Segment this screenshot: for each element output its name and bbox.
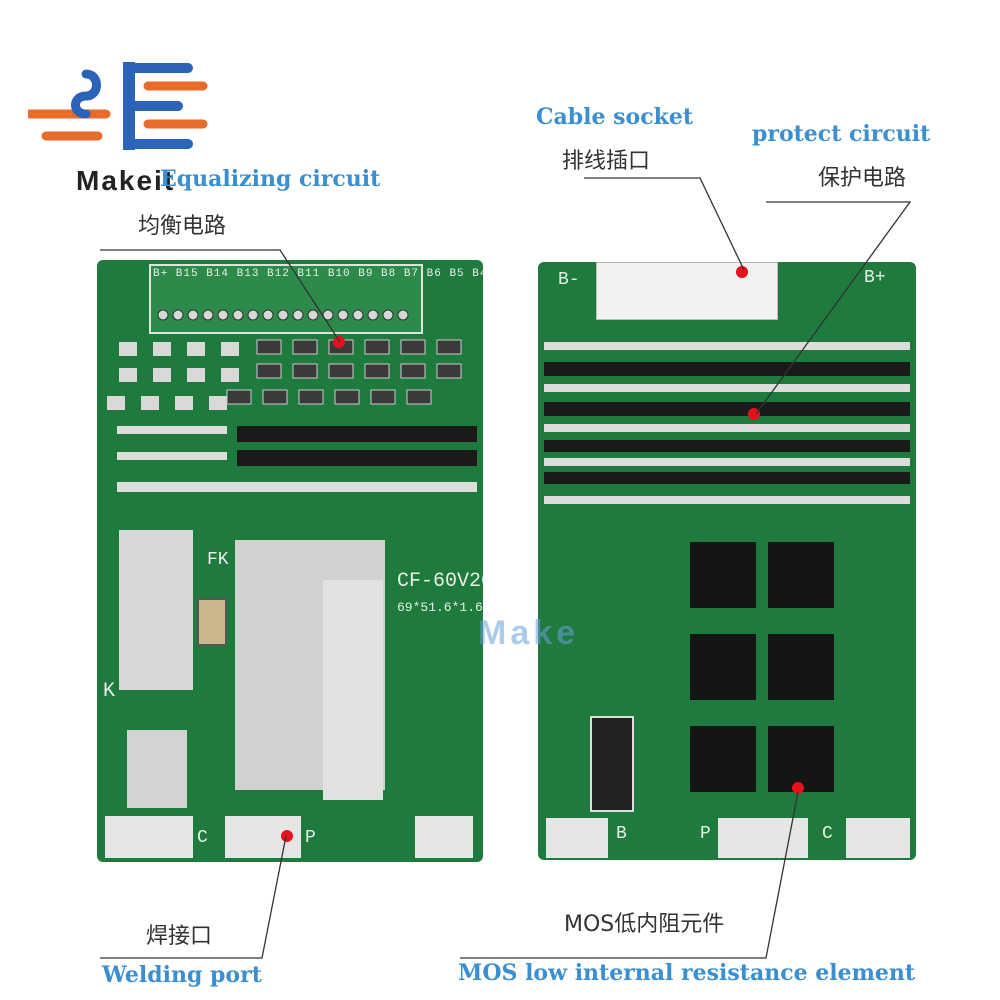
p-left-silkscreen: P <box>305 828 316 848</box>
welding-tab-right-c <box>846 818 910 858</box>
left-pcb-board: B+ B15 B14 B13 B12 B11 B10 B9 B8 B7 B6 B… <box>97 260 483 862</box>
welding-tab-right-p <box>718 818 808 858</box>
size-silkscreen: 69*51.6*1.6mm <box>397 600 483 615</box>
balance-header <box>149 264 423 334</box>
cable-socket-cn-label: 排线插口 <box>562 149 651 174</box>
watermark: Make <box>478 614 580 652</box>
copper-pad-left <box>119 530 193 690</box>
model-silkscreen: CF-60V20A-A <box>397 570 483 593</box>
b-right-silkscreen: B <box>616 824 627 844</box>
protect-marker <box>748 408 760 420</box>
equalizing-circuit-en-label: Equalizing circuit <box>160 166 381 192</box>
c-left-silkscreen: C <box>197 828 208 848</box>
protect-circuit-cn-label: 保护电路 <box>818 166 907 191</box>
equalizing-circuit-cn-label: 均衡电路 <box>138 214 227 239</box>
mosfet-1 <box>690 542 756 608</box>
mos-marker <box>792 782 804 794</box>
mosfet-5 <box>690 726 756 792</box>
balance-components-icon <box>107 339 477 492</box>
cable-socket-en-label: Cable socket <box>536 104 694 130</box>
header-pin-labels: B+ B15 B14 B13 B12 B11 B10 B9 B8 B7 B6 B… <box>153 268 483 280</box>
welding-tab-b <box>415 816 473 858</box>
right-pcb-board: B- B+ B P C <box>538 262 916 860</box>
mos-en-label: MOS low internal resistance element <box>458 960 916 986</box>
welding-tab-c <box>105 816 193 858</box>
mosfet-6 <box>768 726 834 792</box>
b-plus-silkscreen: B+ <box>864 268 886 288</box>
welding-port-en-label: Welding port <box>102 962 262 988</box>
welding-marker <box>281 830 293 842</box>
equalizing-marker <box>333 336 345 348</box>
copper-pad-right <box>323 580 383 800</box>
protect-components-icon <box>544 342 910 504</box>
c-right-silkscreen: C <box>822 824 833 844</box>
mosfet-2 <box>768 542 834 608</box>
mosfet-4 <box>768 634 834 700</box>
mos-cn-label: MOS低内阻元件 <box>564 912 725 937</box>
makeit-logo-icon <box>28 62 208 150</box>
mosfet-3 <box>690 634 756 700</box>
shunt-resistors <box>590 716 634 812</box>
protect-circuit-en-label: protect circuit <box>752 121 931 147</box>
copper-pad-bottom-left <box>127 730 187 808</box>
welding-tab-right-b <box>546 818 608 858</box>
b-minus-silkscreen: B- <box>558 270 580 290</box>
brand-name: Makeit <box>76 165 176 196</box>
welding-port-cn-label: 焊接口 <box>146 924 213 949</box>
fk-component <box>197 598 227 646</box>
fk-silkscreen: FK <box>207 550 229 570</box>
k-silkscreen: K <box>103 680 116 703</box>
p-right-silkscreen: P <box>700 824 711 844</box>
cable-socket-marker <box>736 266 748 278</box>
